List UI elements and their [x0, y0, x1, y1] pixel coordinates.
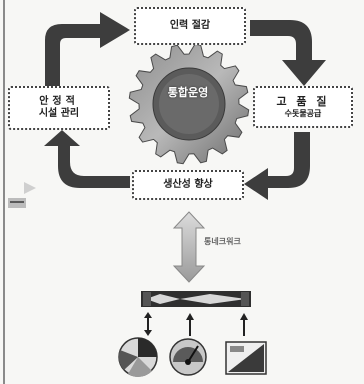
- link-arrows-icon: [144, 312, 248, 336]
- dashboard-icon: [225, 341, 267, 375]
- reduce-manpower-label: 인력 절감: [169, 19, 211, 31]
- gear-icon: [128, 43, 250, 165]
- cycle-arrow-top-right-icon: [250, 20, 326, 86]
- high-quality-water-box: 고 품 질 수돗물공급: [253, 86, 353, 128]
- facility-management-label: 시설 관리: [38, 108, 80, 119]
- left-border-line: [3, 0, 5, 384]
- left-marker-icon: [8, 182, 36, 208]
- system-banner-graphic: [141, 291, 251, 307]
- cycle-arrow-bottom-left-icon: [44, 130, 130, 188]
- network-label: 통네크워크: [204, 237, 241, 246]
- integrated-operation-label: 통합운영: [167, 86, 209, 99]
- pie-chart-icon: [118, 337, 158, 377]
- water-supply-label: 수돗물공급: [284, 108, 322, 118]
- productivity-improvement-box: 생산성 향상: [132, 170, 244, 200]
- stable-facility-management-box: 안정적 시설 관리: [8, 86, 110, 130]
- cycle-arrow-top-left-icon: [45, 12, 130, 88]
- network-double-arrow-icon: [172, 211, 206, 283]
- reduce-manpower-box: 인력 절감: [134, 7, 246, 45]
- cycle-arrow-bottom-right-icon: [244, 132, 310, 200]
- high-quality-label: 고 품 질: [276, 95, 330, 109]
- productivity-label: 생산성 향상: [163, 178, 213, 190]
- gauge-icon: [169, 338, 207, 376]
- stable-label: 안정적: [39, 95, 79, 107]
